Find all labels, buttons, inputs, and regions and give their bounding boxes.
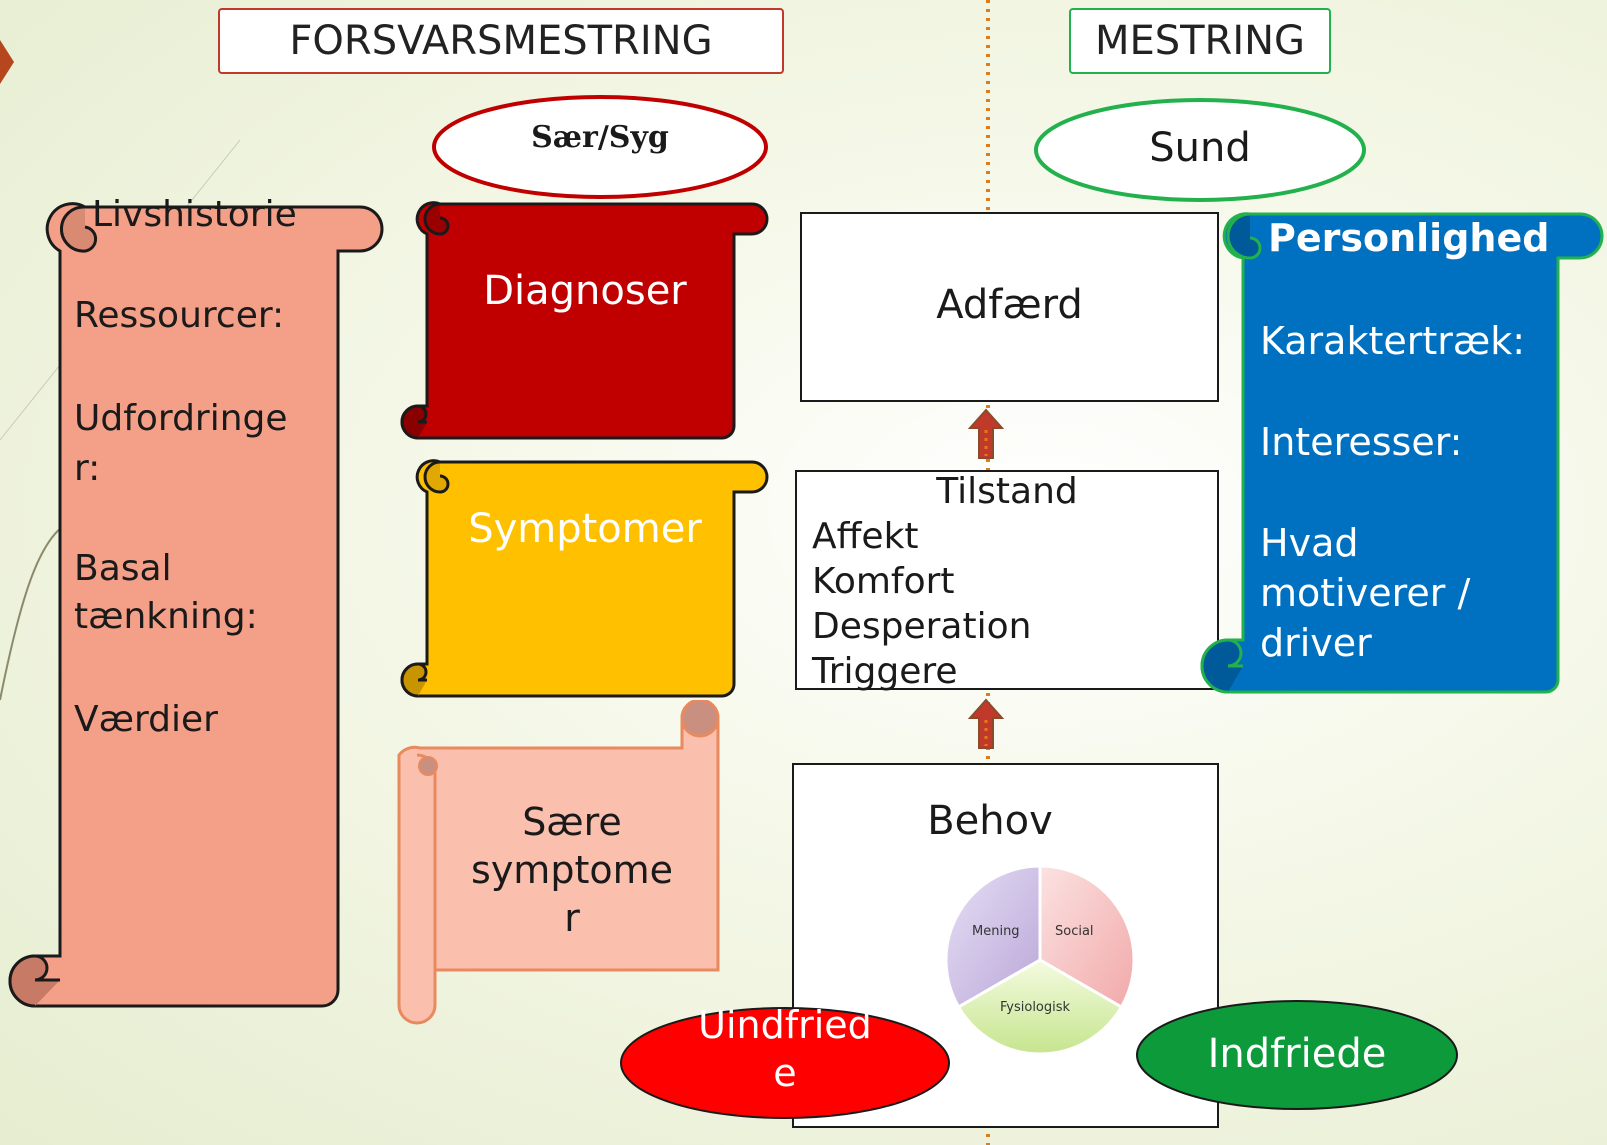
sund-label: Sund [1149, 125, 1251, 171]
uindfriede-oval [620, 1007, 950, 1119]
mening-segment [944, 864, 1042, 1010]
saere-symptomer-line1: Sære [522, 800, 622, 844]
udfordringer-label-line1: Udfordringe [74, 398, 288, 439]
tilstand-list: Affekt Komfort Desperation Triggere [812, 514, 1031, 694]
fysiologisk-label: Fysiologisk [1000, 1000, 1071, 1015]
diagnoser-label: Diagnoser [483, 268, 687, 314]
uindfriede-label: Uindfried e [615, 1001, 955, 1097]
motivation-line2: motiverer / [1260, 571, 1471, 615]
uindfriede-line1: Uindfried [698, 1003, 872, 1047]
mestring-label: MESTRING [1094, 18, 1306, 64]
saer-syg-oval [432, 95, 768, 199]
interesser-label: Interesser: [1260, 420, 1463, 464]
adfaerd-box [800, 212, 1219, 402]
motivation-label: Hvad motiverer / driver [1260, 518, 1470, 668]
mening-label: Mening [972, 924, 1020, 939]
saere-symptomer-label: Sære symptome r [442, 798, 702, 942]
uindfriede-line2: e [773, 1051, 797, 1095]
saer-syg-label: Sær/Syg [531, 120, 669, 155]
symptomer-scroll [400, 459, 769, 698]
symptomer-label: Symptomer [468, 506, 702, 552]
arrow-up-icon [968, 408, 1004, 459]
ressourcer-label: Ressourcer: [74, 295, 285, 336]
social-label: Social [1055, 924, 1094, 939]
triggere-item: Triggere [812, 651, 958, 692]
affekt-item: Affekt [812, 516, 919, 557]
vaerdier-label: Værdier [74, 699, 218, 740]
fysiologisk-segment [956, 958, 1124, 1056]
forsvarsmestring-header: FORSVARSMESTRING [218, 8, 784, 74]
motivation-line1: Hvad [1260, 521, 1359, 565]
komfort-item: Komfort [812, 561, 955, 602]
needs-cycle-diagram [944, 864, 1136, 1056]
saere-symptomer-line2: symptome [471, 848, 673, 892]
personlighed-title: Personlighed [1268, 216, 1550, 260]
tilstand-box [795, 470, 1219, 690]
karaktertraek-label: Karaktertræk: [1260, 319, 1525, 363]
livshistorie-scroll [8, 202, 384, 1008]
behov-title: Behov [927, 798, 1053, 844]
motivation-line3: driver [1260, 621, 1372, 665]
livshistorie-title: Livshistorie [92, 194, 297, 235]
social-segment [1038, 864, 1136, 1010]
saere-symptomer-scroll [397, 700, 720, 1025]
diagnoser-scroll [400, 201, 769, 440]
mestring-header: MESTRING [1069, 8, 1331, 74]
adfaerd-label: Adfærd [936, 282, 1083, 328]
corner-arrow-icon [0, 40, 14, 84]
indfriede-oval [1136, 1000, 1458, 1110]
personlighed-scroll [1200, 212, 1604, 694]
saere-symptomer-line3: r [564, 896, 580, 940]
arrow-up-icon [968, 698, 1004, 749]
tilstand-title: Tilstand [936, 471, 1078, 512]
udfordringer-label-line2: r: [74, 448, 101, 489]
indfriede-label: Indfriede [1207, 1031, 1387, 1077]
forsvarsmestring-label: FORSVARSMESTRING [289, 18, 713, 64]
sund-oval [1034, 98, 1366, 202]
basal-label-line2: tænkning: [74, 596, 258, 637]
basal-label-line1: Basal [74, 548, 172, 589]
desperation-item: Desperation [812, 606, 1032, 647]
